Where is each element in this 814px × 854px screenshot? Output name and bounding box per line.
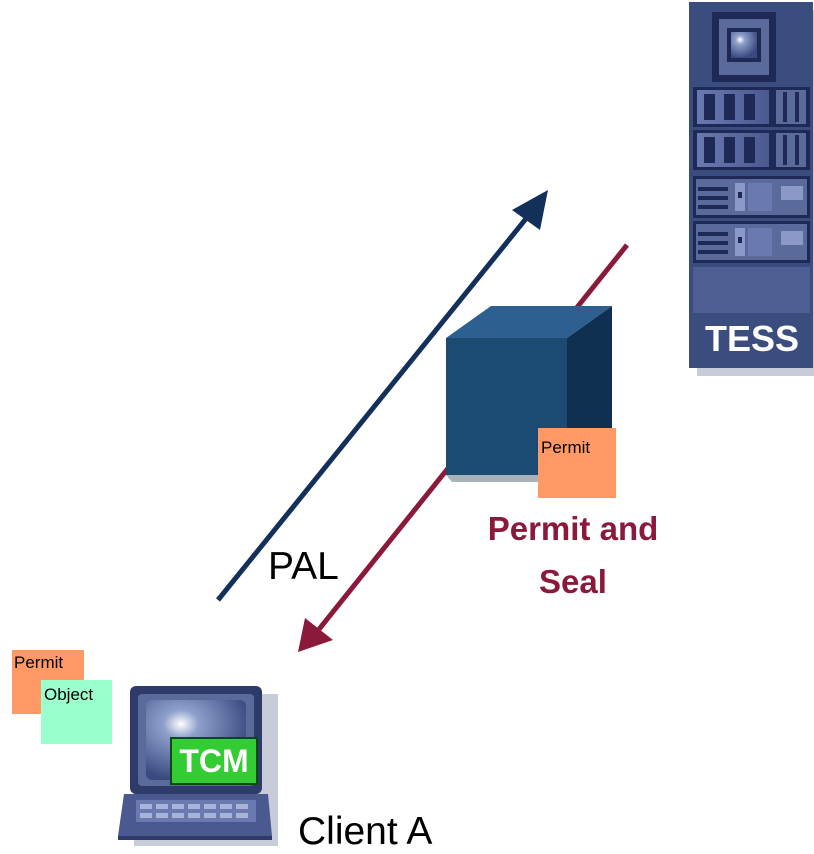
permit-cube-tag: Permit <box>538 428 616 498</box>
permit-and-seal-label-line2: Seal <box>539 563 607 600</box>
pal-label: PAL <box>268 545 339 588</box>
pal-arrow <box>216 190 548 602</box>
permit-and-seal-label-line1: Permit and <box>487 510 659 547</box>
tess-label: TESS <box>704 318 800 359</box>
server-tower-icon <box>689 2 814 376</box>
tcm-badge: TCM <box>170 737 258 785</box>
package-cube-icon <box>446 306 612 482</box>
object-tag: Object <box>41 680 112 744</box>
client-a-label: Client A <box>298 810 433 853</box>
